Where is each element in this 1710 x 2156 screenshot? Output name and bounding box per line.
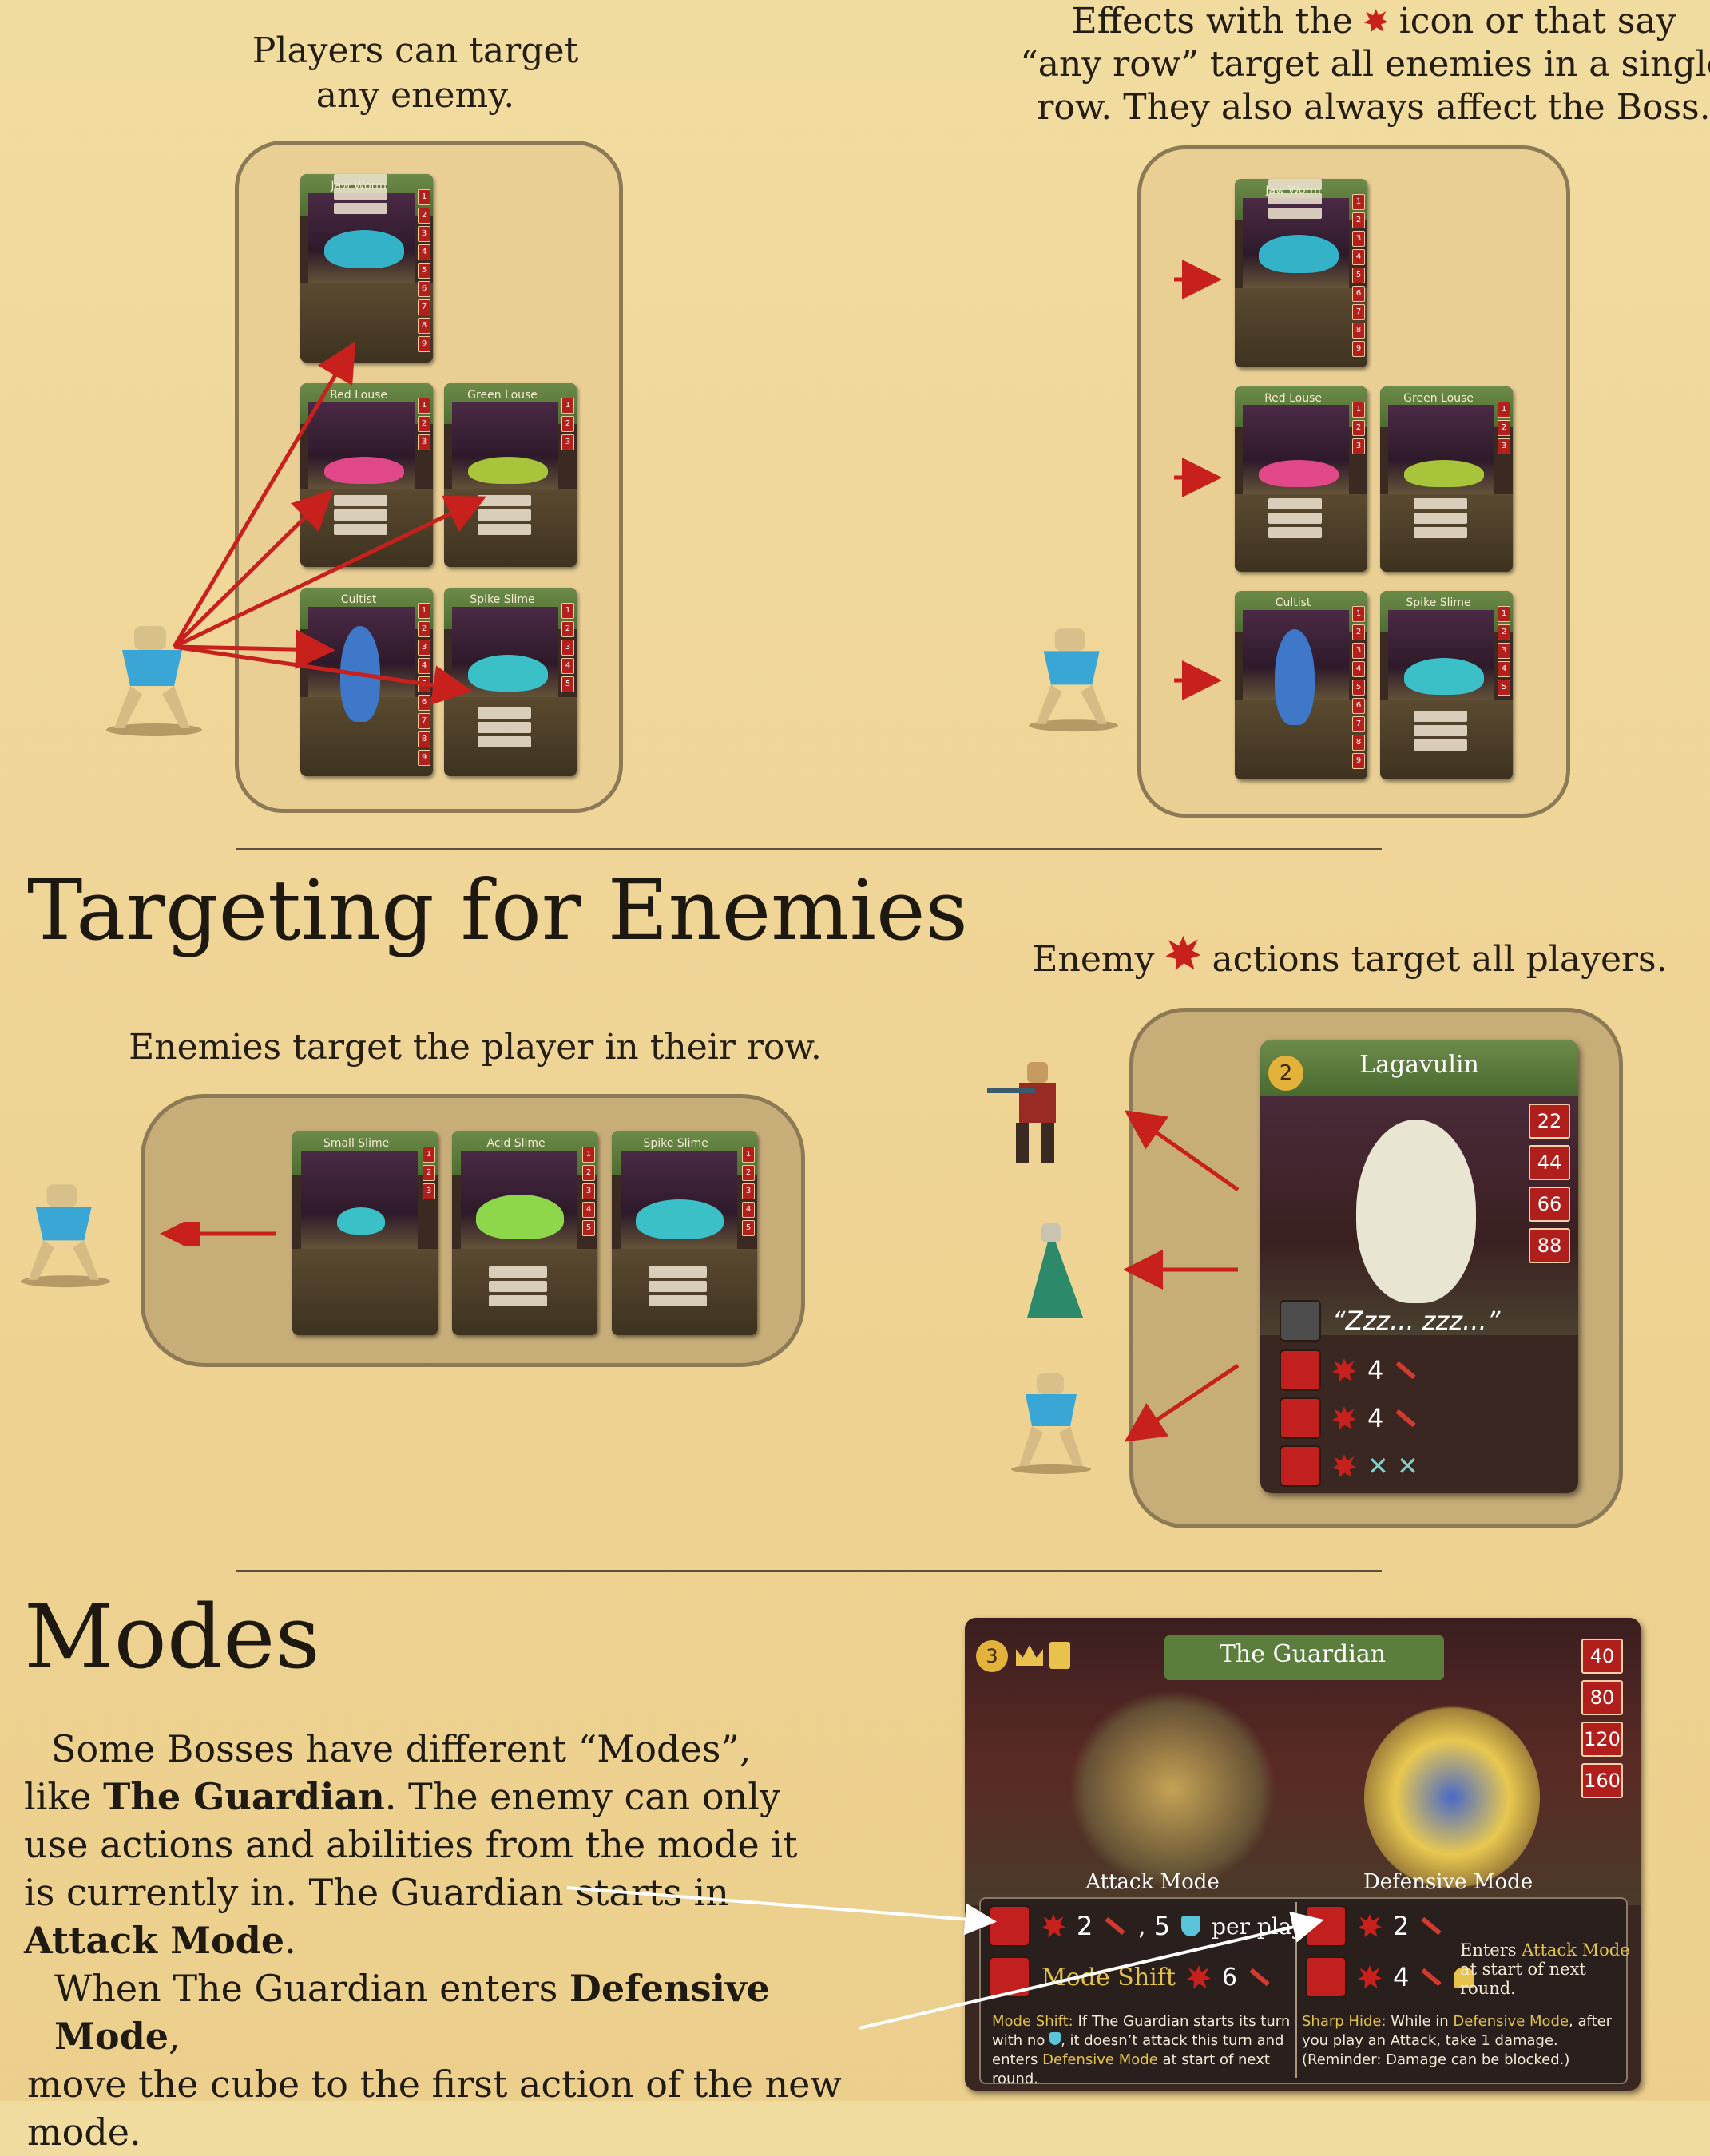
target-arrows-left (172, 341, 487, 705)
action-attack-1: 4 (1280, 1349, 1417, 1391)
cost-badge: 2 (1268, 1056, 1303, 1091)
burst-icon (1165, 936, 1201, 971)
caption-enemies-target-row: Enemies target the player in their row. (129, 1027, 822, 1068)
heading-modes: Modes (24, 1586, 320, 1688)
caption-players-target: Players can target any enemy. (252, 30, 579, 116)
lagavulin-creature (1356, 1120, 1476, 1303)
caption-enemy-actions: Enemy actions target all players. (1014, 936, 1685, 982)
action-cube[interactable] (1280, 1349, 1321, 1391)
action-cube[interactable] (1305, 1956, 1347, 1998)
defense-action-2: 4 (1305, 1956, 1475, 1998)
player-figures-right (987, 1062, 1091, 1474)
modes-paragraph-1: Some Bosses have different “Modes”, like… (24, 1727, 798, 1962)
action-cube[interactable] (1280, 1300, 1321, 1342)
silent-hero-figure-3 (21, 1184, 110, 1288)
card-icon (1049, 1642, 1070, 1669)
silent-figure (1011, 1373, 1091, 1474)
guardian-defensive-form (1364, 1706, 1540, 1889)
boss-arrows (1123, 1110, 1240, 1442)
caption-row-effects: Effects with the icon or that say “any r… (1020, 1, 1710, 128)
silent-hero-figure-2 (1029, 628, 1118, 732)
defensive-mode-label: Defensive Mode (1363, 1870, 1533, 1894)
divider-2 (236, 1570, 1382, 1572)
mode-pointer-arrows (566, 1886, 1324, 2030)
block-icon (1181, 1916, 1201, 1936)
defect-figure (1027, 1223, 1083, 1318)
boss-card-lagavulin: Lagavulin 2 22 44 66 88 “Zzz... zzz...” … (1260, 1040, 1578, 1493)
row-arrows-right (1174, 260, 1222, 700)
sharp-hide-rule: Sharp Hide: While in Defensive Mode, aft… (1302, 2013, 1613, 2068)
strength-icon (1454, 1967, 1475, 1988)
enemy-row-arrow (160, 1222, 276, 1246)
ironclad-figure (987, 1062, 1056, 1163)
silent-hero-figure (106, 626, 202, 736)
action-sleep: “Zzz... zzz...” (1280, 1300, 1500, 1342)
burst-icon (1363, 9, 1388, 33)
mode-shift-rule: Mode Shift: If The Guardian starts its t… (992, 2013, 1291, 2087)
heading-targeting: Targeting for Enemies (27, 862, 968, 959)
attack-mode-label: Attack Mode (1085, 1870, 1220, 1894)
action-attack-2: 4 (1280, 1397, 1417, 1439)
guardian-attack-form (1069, 1690, 1276, 1889)
action-cube[interactable] (1280, 1397, 1321, 1439)
action-debuff: ✕ ✕ (1280, 1445, 1418, 1487)
cost-badge: 3 (976, 1640, 1008, 1672)
action-cube[interactable] (1280, 1445, 1321, 1487)
divider-1 (236, 848, 1382, 850)
